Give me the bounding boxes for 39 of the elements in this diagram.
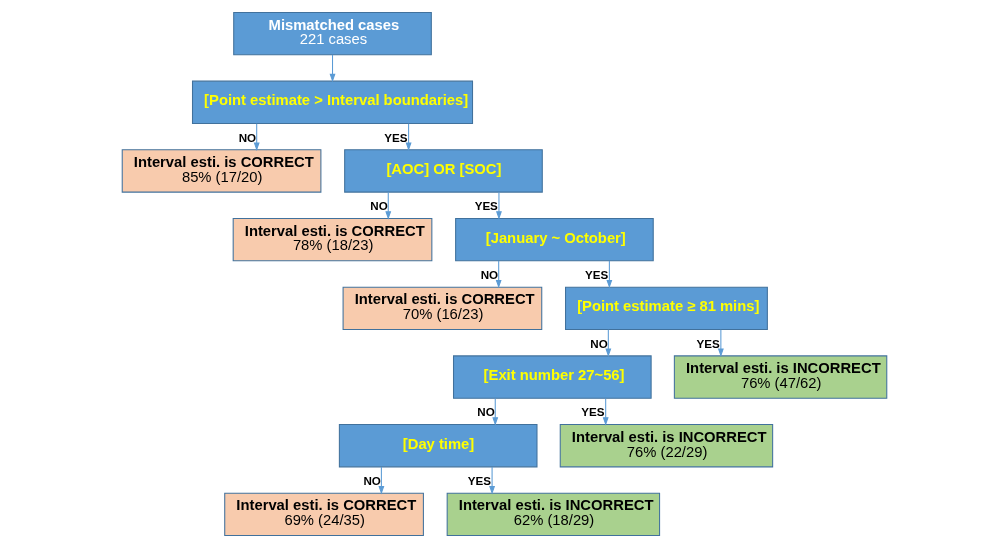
edge-label: YES (584, 267, 608, 281)
edge-label: YES (474, 199, 498, 213)
arrow (604, 329, 611, 358)
edge-label: NO (480, 267, 498, 281)
node-box: Interval esti. is CORRECT 69% (24/35) (223, 492, 424, 537)
node-box: Interval esti. is INCORRECT 62% (18/29) (446, 492, 660, 537)
arrow (717, 329, 724, 358)
edge-label: NO (476, 405, 495, 419)
edge-label: NO (369, 199, 388, 213)
node-box: Mismatched cases 221 cases (232, 11, 432, 56)
arrow (377, 466, 384, 495)
node-box: Interval esti. is INCORRECT 76% (22/29) (559, 424, 773, 468)
edge-label: NO (589, 336, 608, 350)
edge-label: YES (383, 130, 408, 144)
node-box: [Exit number 27~56] (452, 355, 652, 399)
node-box: [AOC] OR [SOC] (343, 149, 543, 193)
arrow (384, 191, 391, 220)
node-box: Interval esti. is CORRECT 85% (17/20) (121, 149, 321, 193)
edge-label: YES (580, 405, 605, 419)
arrow (253, 123, 260, 151)
node-box: [Day time] (338, 424, 537, 468)
node-box: Interval esti. is INCORRECT 76% (47/62) (673, 355, 887, 399)
node-box: [January ~ October] (454, 218, 654, 262)
edge-label: YES (696, 336, 720, 350)
arrow (491, 397, 498, 426)
arrow (605, 260, 612, 289)
arrow (488, 466, 495, 495)
arrow (602, 397, 609, 426)
arrow (329, 54, 335, 83)
edge-label: YES (467, 474, 491, 488)
arrow (495, 191, 502, 220)
node-box: [Point estimate ≥ 81 mins] (564, 286, 768, 330)
arrow (405, 123, 412, 151)
node-box: Interval esti. is CORRECT 78% (18/23) (232, 218, 432, 262)
node-box: Interval esti. is CORRECT 70% (16/23) (342, 286, 542, 330)
edge-label: NO (238, 130, 256, 144)
arrow (495, 260, 502, 289)
edge-label: NO (362, 474, 381, 488)
node-box: [Point estimate > Interval boundaries] (191, 80, 473, 124)
